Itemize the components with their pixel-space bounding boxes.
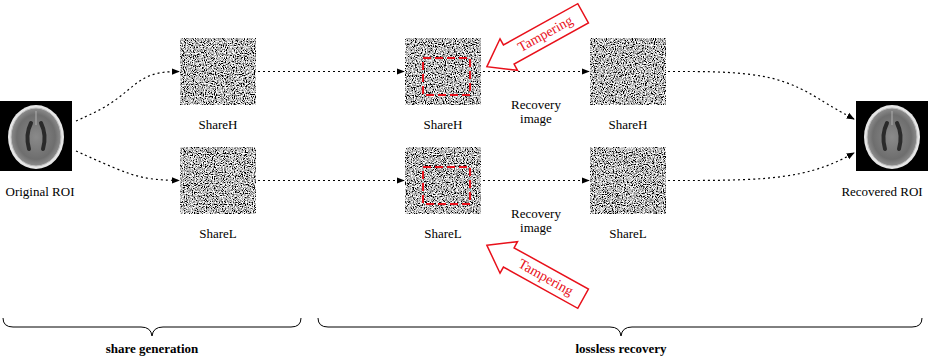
tampering-arrow: Tampering [475, 0, 595, 82]
tamper-region [423, 58, 470, 95]
roi-image: Recovered ROI [839, 101, 925, 200]
brace [3, 318, 301, 336]
image-caption: ShareH [424, 118, 463, 133]
ct-image [0, 101, 72, 171]
image-area [405, 38, 481, 105]
noise-share [590, 147, 666, 214]
tamper-region [423, 167, 470, 204]
edge-label: Recovery image [501, 98, 571, 128]
image-caption: ShareL [199, 227, 237, 242]
arrow-shape [478, 0, 592, 82]
section-label: lossless recovery [575, 341, 666, 357]
image-area [0, 101, 72, 171]
dotted-arrow [668, 153, 854, 181]
dotted-arrow [258, 71, 404, 72]
section-label: share generation [106, 341, 199, 357]
share-image: ShareL [405, 147, 481, 242]
image-caption: ShareL [424, 227, 462, 242]
dotted-arrow [76, 72, 179, 122]
brace [318, 318, 922, 336]
arrow-shape [478, 230, 592, 314]
share-image: ShareH [405, 38, 481, 133]
share-image: ShareH [180, 38, 256, 133]
image-caption: Original ROI [6, 185, 75, 200]
image-area [405, 147, 481, 214]
share-image: ShareH [590, 38, 666, 133]
tampering-arrow: Tampering [475, 230, 595, 314]
image-area [590, 38, 666, 105]
noise-share [590, 38, 666, 105]
dotted-arrow [258, 180, 404, 181]
image-caption: Recovered ROI [841, 185, 922, 200]
image-caption: ShareH [199, 118, 238, 133]
roi-image: Original ROI [0, 101, 80, 200]
noise-share [405, 147, 481, 214]
dotted-arrow [483, 180, 589, 181]
noise-share [180, 147, 256, 214]
dotted-arrow [483, 71, 589, 72]
share-image: ShareL [590, 147, 666, 242]
ct-image [856, 101, 928, 171]
image-area [856, 101, 927, 171]
image-area [180, 147, 256, 214]
dotted-arrow [668, 72, 854, 120]
image-area [590, 147, 666, 214]
noise-share [405, 38, 481, 105]
edge-label: Recovery image [501, 207, 571, 237]
share-image: ShareL [180, 147, 256, 242]
image-caption: ShareH [609, 118, 648, 133]
image-caption: ShareL [609, 227, 647, 242]
dotted-arrow [76, 151, 179, 181]
image-area [180, 38, 256, 105]
noise-share [180, 38, 256, 105]
